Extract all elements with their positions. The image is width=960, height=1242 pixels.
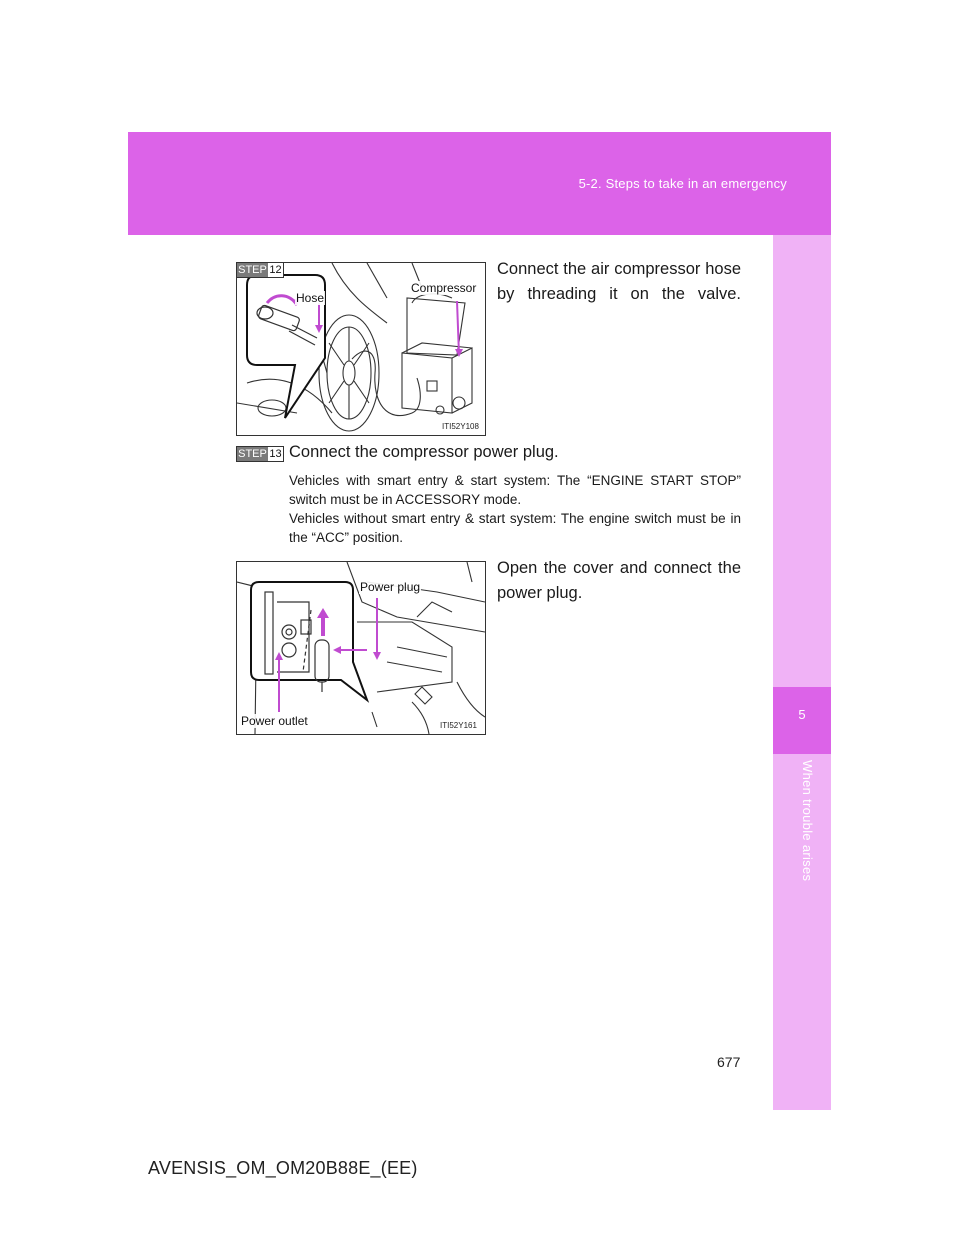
step-12-text: Connect the air compressor hose by threa… [497,260,741,303]
illustration-power-outlet [237,562,485,734]
chapter-side-tab [773,235,831,1110]
step-13-note: Vehicles with smart entry & start system… [289,471,741,547]
step-13-badge: STEP 13 [236,446,284,462]
power-outlet-label: Power outlet [240,714,309,728]
chapter-number: 5 [798,707,806,722]
page-number: 677 [717,1054,741,1070]
manual-code: AVENSIS_OM_OM20B88E_(EE) [148,1158,418,1178]
chapter-number-box: 5 [773,687,831,754]
step-13-title: Connect the compressor power plug. [289,443,559,461]
step-word: STEP [237,263,268,277]
step-12-badge: STEP 12 [236,262,284,278]
power-plug-label: Power plug [359,580,422,594]
step-number: 12 [269,264,282,276]
step-number: 13 [269,448,282,460]
step-word: STEP [237,447,268,461]
figure-hose-compressor: Hose Compressor ITI52Y108 [236,262,486,436]
illustration-tire-compressor [237,263,473,432]
note-line-smart-entry: Vehicles with smart entry & start system… [289,473,741,507]
hose-label: Hose [295,291,326,305]
figure-code: ITI52Y161 [440,721,477,730]
note-line-no-smart-entry: Vehicles without smart entry & start sys… [289,511,741,545]
step-13-text: Open the cover and connect the power plu… [497,559,741,602]
section-title: 5-2. Steps to take in an emergency [578,176,787,191]
compressor-label: Compressor [410,281,478,295]
header-band: 5-2. Steps to take in an emergency [128,132,831,235]
figure-code: ITI52Y108 [442,422,479,431]
figure-power-plug: Power plug Power outlet ITI52Y161 [236,561,486,735]
chapter-title: When trouble arises [800,760,815,882]
